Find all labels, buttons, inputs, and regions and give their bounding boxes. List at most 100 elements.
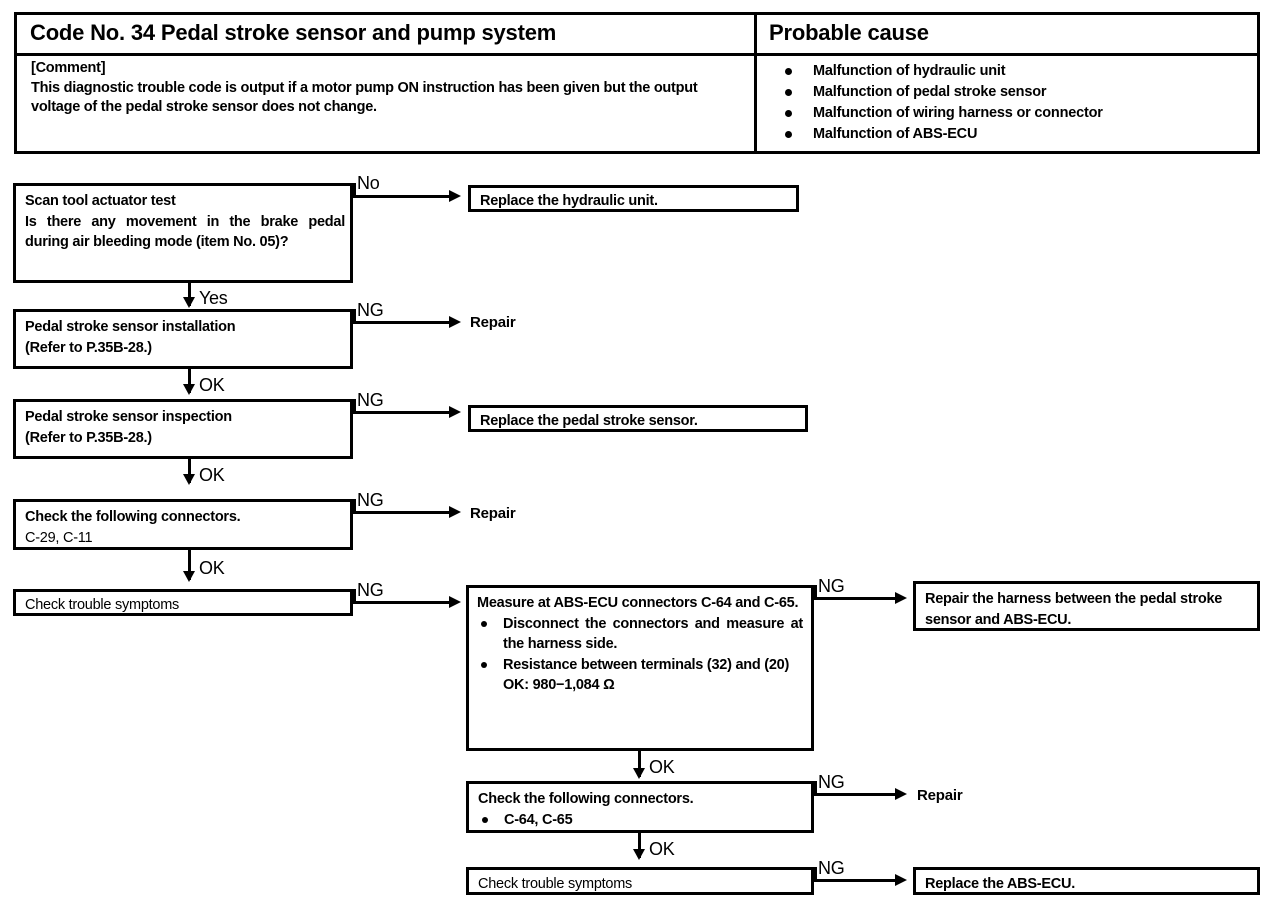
branch-label-ng: NG [357,390,384,410]
step-7-result-label: Repair [917,787,963,804]
step-7-text: Check the following connectors. C-64, C-… [478,789,806,830]
step-5-box: Check trouble symptoms [13,589,353,616]
comment-label: [Comment] [31,60,106,76]
arrowhead-step4-ok [183,571,195,582]
arrowhead-step7-ng [895,788,907,800]
step-5-text: Check trouble symptoms [25,597,180,613]
connector-step5-ng-vertical [353,589,356,603]
step-2-text: Pedal stroke sensor installation (Refer … [25,317,345,358]
connector-step7-ng-horizontal [814,793,897,796]
connector-step2-ok [188,369,191,393]
list-item: C-64, C-65 [478,810,806,831]
step-6-result-text: Repair the harness between the pedal str… [925,591,1223,628]
arrowhead-step2-ng [449,316,461,328]
step-7-box: Check the following connectors. C-64, C-… [466,781,814,833]
list-item: Malfunction of wiring harness or connect… [777,103,1247,124]
arrowhead-step6-ok [633,768,645,779]
connector-step7-ng-vertical [814,781,817,795]
branch-label-ng: NG [357,580,384,600]
branch-label-ok: OK [649,839,675,859]
arrowhead-step3-ok [183,474,195,485]
arrowhead-step3-ng [449,406,461,418]
connector-step6-ng-horizontal [814,597,897,600]
connector-step4-ng-horizontal [353,511,451,514]
arrowhead-step8-ng [895,874,907,886]
connector-step6-ok [638,751,641,777]
arrowhead-step1-yes [183,297,195,308]
connector-step3-ng-vertical [353,399,356,413]
step-2-result-label: Repair [470,314,516,331]
connector-step8-ng-horizontal [814,879,897,882]
list-item: Malfunction of pedal stroke sensor [777,82,1247,103]
branch-label-ng: NG [357,490,384,510]
step-4-line-1: Check the following connectors. [25,509,241,525]
connector-step3-ng-horizontal [353,411,451,414]
step-8-result-text: Replace the ABS-ECU. [925,876,1075,892]
connector-step1-no-horizontal [353,195,451,198]
connector-step6-ng-vertical [814,585,817,599]
comment-body: This diagnostic trouble code is output i… [31,79,698,116]
header-title-row [17,15,1257,56]
connector-step3-ok [188,459,191,483]
step-6-text: Measure at ABS-ECU connectors C-64 and C… [477,593,803,696]
step-3-box: Pedal stroke sensor inspection (Refer to… [13,399,353,459]
step-4-text: Check the following connectors. C-29, C-… [25,507,345,548]
connector-step8-ng-vertical [814,867,817,881]
probable-cause-list: Malfunction of hydraulic unit Malfunctio… [777,61,1247,145]
step-1-result-box: Replace the hydraulic unit. [468,185,799,212]
step-2-line-2: (Refer to P.35B-28.) [25,339,152,356]
connector-step2-ng-horizontal [353,321,451,324]
connector-step4-ok [188,550,191,580]
step-1-result-text: Replace the hydraulic unit. [480,193,658,209]
arrowhead-step7-ok [633,849,645,860]
step-4-result-label: Repair [470,505,516,522]
connector-step1-yes [188,283,191,306]
arrowhead-step4-ng [449,506,461,518]
branch-label-ok: OK [199,558,225,578]
step-8-box: Check trouble symptoms [466,867,814,895]
step-1-box: Scan tool actuator test Is there any mov… [13,183,353,283]
branch-label-no: No [357,173,380,193]
step-2-box: Pedal stroke sensor installation (Refer … [13,309,353,369]
step-6-box: Measure at ABS-ECU connectors C-64 and C… [466,585,814,751]
arrowhead-step5-ng [449,596,461,608]
step-1-text: Scan tool actuator test Is there any mov… [25,191,345,253]
branch-label-ng: NG [818,576,845,596]
arrowhead-step2-ok [183,384,195,395]
connector-step7-ok [638,833,641,858]
list-item: Malfunction of hydraulic unit [777,61,1247,82]
step-6-bullet-list: Disconnect the connectors and measure at… [477,614,803,676]
branch-label-ok: OK [649,757,675,777]
step-6-spec: OK: 980−1,084 Ω [503,677,615,694]
connector-step2-ng-vertical [353,309,356,323]
connector-step1-no-vertical [353,183,356,198]
header-column-divider [754,15,757,151]
comment-block: [Comment] This diagnostic trouble code i… [31,59,746,118]
step-7-line-1: Check the following connectors. [478,791,694,807]
step-3-line-2: (Refer to P.35B-28.) [25,429,152,446]
list-item: Malfunction of ABS-ECU [777,124,1247,145]
arrowhead-step6-ng [895,592,907,604]
step-8-result-box: Replace the ABS-ECU. [913,867,1260,895]
branch-label-ng: NG [818,858,845,878]
step-1-line-1: Scan tool actuator test [25,193,176,209]
page-title: Code No. 34 Pedal stroke sensor and pump… [30,20,557,45]
step-3-line-1: Pedal stroke sensor inspection [25,409,232,425]
branch-label-ok: OK [199,465,225,485]
arrowhead-step1-no [449,190,461,202]
step-4-box: Check the following connectors. C-29, C-… [13,499,353,550]
branch-label-ng: NG [818,772,845,792]
list-item: Disconnect the connectors and measure at… [477,614,803,655]
step-3-result-box: Replace the pedal stroke sensor. [468,405,808,432]
step-7-bullet-list: C-64, C-65 [478,810,806,831]
step-6-line-1: Measure at ABS-ECU connectors C-64 and C… [477,595,799,611]
probable-cause-title: Probable cause [769,20,929,45]
connector-step4-ng-vertical [353,499,356,513]
branch-label-yes: Yes [199,288,228,308]
step-8-text: Check trouble symptoms [478,876,633,892]
branch-label-ng: NG [357,300,384,320]
step-4-line-2: C-29, C-11 [25,529,93,546]
step-6-result-box: Repair the harness between the pedal str… [913,581,1260,631]
step-1-line-2: Is there any movement in the brake pedal… [25,213,345,251]
